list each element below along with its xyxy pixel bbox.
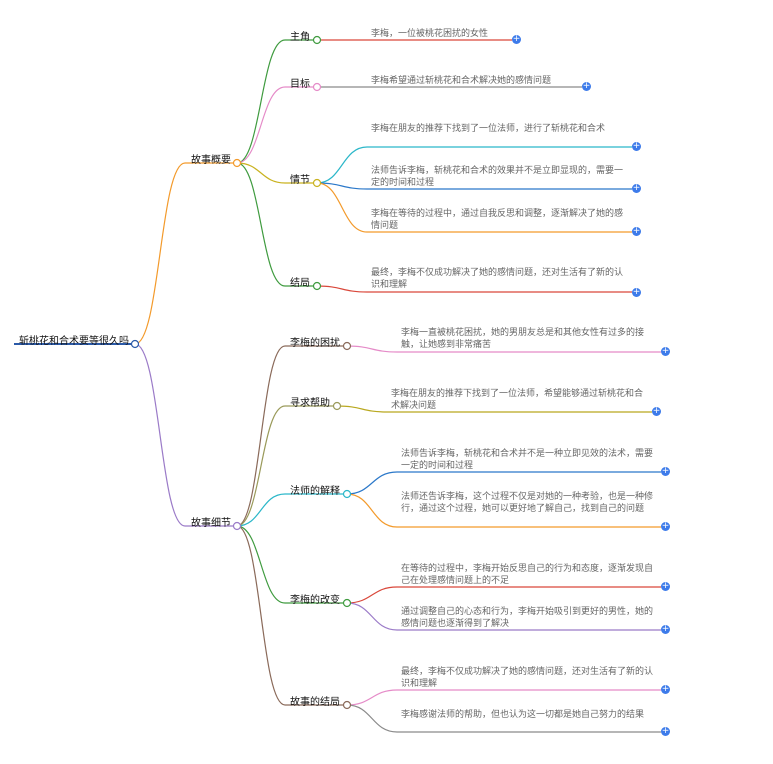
leaf-text: 法师还告诉李梅，这个过程不仅是对她的一种考验，也是一种修行，通过这个过程，她可以… [401,492,654,514]
edge-detail-ending [236,525,286,706]
expand-plus-icon[interactable]: + [661,521,670,531]
leaf-text: 李梅在朋友的推荐下找到了一位法师，进行了斩桃花和合术 [371,124,606,134]
expand-plus-icon[interactable]: + [661,726,670,736]
collapse-knob[interactable] [342,598,352,608]
expand-plus-icon[interactable]: + [661,581,670,591]
edge-leaf [316,146,368,184]
edge-root-summary [134,162,186,345]
expand-plus-icon[interactable]: + [582,81,591,91]
collapse-knob-root[interactable] [130,339,140,349]
edge-detail-trouble [236,345,286,527]
node-story-ending[interactable]: 故事的结局 [290,697,340,708]
collapse-knob[interactable] [342,341,352,351]
edge-leaf [346,704,398,733]
edge-leaf [346,602,398,631]
collapse-knob[interactable] [342,489,352,499]
leaf-text: 在等待的过程中，李梅开始反思自己的行为和态度，逐渐发现自己在处理感情问题上的不足 [401,564,654,586]
edge-leaf [346,345,398,353]
collapse-knob[interactable] [332,401,342,411]
leaf-text: 李梅，一位被桃花困扰的女性 [371,29,489,39]
leaf-text: 李梅在朋友的推荐下找到了一位法师，希望能够通过斩桃花和合术解决问题 [391,389,644,411]
edge-summary-goal [236,86,286,164]
edge-leaf [346,689,398,706]
node-seek-help[interactable]: 寻求帮助 [290,398,330,409]
edge-detail-change [236,525,286,604]
edge-leaf [316,182,368,190]
expand-plus-icon[interactable]: + [632,287,641,297]
edge-leaf [346,493,398,528]
leaf-text: 通过调整自己的心态和行为，李梅开始吸引到更好的男性，她的感情问题也逐渐得到了解决 [401,607,654,629]
node-limei-trouble[interactable]: 李梅的困扰 [290,338,340,349]
expand-plus-icon[interactable]: + [661,624,670,634]
leaf-text: 李梅感谢法师的帮助，但也认为这一切都是她自己努力的结果 [401,710,645,720]
leaf-text: 法师告诉李梅，斩桃花和合术的效果并不是立即显现的，需要一定的时间和过程 [371,166,624,188]
node-plot[interactable]: 情节 [290,175,310,186]
edge-root-detail [134,343,186,527]
expand-plus-icon[interactable]: + [652,406,661,416]
node-ending[interactable]: 结局 [290,278,310,289]
section-story-summary[interactable]: 故事概要 [191,155,231,166]
edge-leaf [316,285,368,293]
leaf-text: 最终，李梅不仅成功解决了她的感情问题，还对生活有了新的认识和理解 [401,667,654,689]
leaf-text: 法师告诉李梅，斩桃花和合术并不是一种立即见效的法术，需要一定的时间和过程 [401,449,654,471]
edge-summary-ending [236,162,286,287]
expand-plus-icon[interactable]: + [661,346,670,356]
collapse-knob[interactable] [312,178,322,188]
node-master-explanation[interactable]: 法师的解释 [290,486,340,497]
section-story-details[interactable]: 故事细节 [191,518,231,529]
node-goal[interactable]: 目标 [290,79,310,90]
edge-detail-help [236,405,286,527]
edge-summary-protagonist [236,39,286,164]
collapse-knob-summary[interactable] [232,158,242,168]
node-protagonist[interactable]: 主角 [290,32,310,43]
expand-plus-icon[interactable]: + [632,141,641,151]
edge-detail-explain [236,493,286,527]
expand-plus-icon[interactable]: + [661,466,670,476]
edge-leaf [346,586,398,604]
collapse-knob-detail[interactable] [232,521,242,531]
leaf-text: 李梅希望通过斩桃花和合术解决她的感情问题 [371,76,552,86]
edge-leaf [336,405,388,413]
expand-plus-icon[interactable]: + [512,34,521,44]
leaf-text: 最终，李梅不仅成功解决了她的感情问题，还对生活有了新的认识和理解 [371,268,624,290]
collapse-knob[interactable] [312,82,322,92]
leaf-text: 李梅一直被桃花困扰，她的男朋友总是和其他女性有过多的接触，让她感到非常痛苦 [401,328,645,350]
edge-leaf [346,471,398,495]
expand-plus-icon[interactable]: + [632,226,641,236]
collapse-knob[interactable] [342,700,352,710]
node-limei-change[interactable]: 李梅的改变 [290,595,340,606]
root-node[interactable]: 斩桃花和合术要等很久吗 [19,336,129,347]
collapse-knob[interactable] [312,281,322,291]
expand-plus-icon[interactable]: + [632,183,641,193]
collapse-knob[interactable] [312,35,322,45]
expand-plus-icon[interactable]: + [661,684,670,694]
leaf-text: 李梅在等待的过程中，通过自我反思和调整，逐渐解决了她的感情问题 [371,209,624,231]
edge-leaf [316,182,368,233]
edge-summary-plot [236,162,286,184]
